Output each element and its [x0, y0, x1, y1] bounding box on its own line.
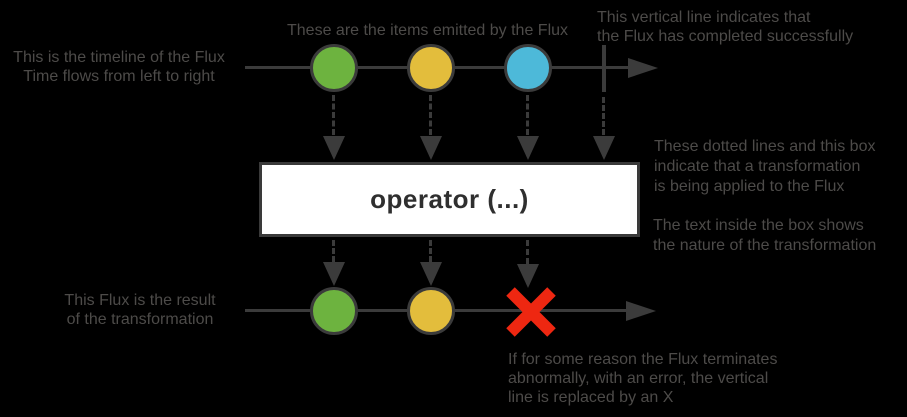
transform-arrow-2	[420, 95, 442, 160]
dotted-line	[526, 95, 529, 135]
annotation-complete: This vertical line indicates that the Fl…	[597, 9, 854, 45]
annotation-result: This Flux is the result of the transform…	[64, 292, 216, 328]
source-marble-yellow-icon	[407, 44, 455, 92]
dotted-line	[602, 97, 605, 135]
complete-signal-line	[602, 45, 606, 92]
operator-box: operator (...)	[259, 162, 640, 237]
annotation-box-text: The text inside the box shows the nature…	[653, 217, 877, 254]
result-arrow-3	[517, 240, 539, 288]
arrow-down-icon	[593, 136, 615, 160]
dotted-line	[429, 240, 432, 262]
arrow-down-icon	[323, 136, 345, 160]
dotted-line	[332, 95, 335, 135]
result-timeline-arrowhead-icon	[626, 301, 656, 321]
dotted-line	[526, 240, 529, 264]
error-x-icon	[506, 287, 556, 337]
transform-arrow-3	[517, 95, 539, 160]
source-marble-green-icon	[310, 44, 358, 92]
annotation-error: If for some reason the Flux terminates a…	[508, 351, 778, 406]
arrow-down-icon	[323, 262, 345, 286]
transform-arrow-1	[323, 95, 345, 160]
source-timeline-arrowhead-icon	[628, 58, 658, 78]
annotation-timeline: This is the timeline of the Flux Time fl…	[13, 49, 225, 85]
dotted-line	[429, 95, 432, 135]
arrow-down-icon	[420, 262, 442, 286]
annotation-transform: These dotted lines and this box indicate…	[654, 138, 876, 195]
source-marble-blue-icon	[504, 44, 552, 92]
arrow-down-icon	[420, 136, 442, 160]
operator-label: operator (...)	[370, 184, 529, 214]
arrow-down-icon	[517, 264, 539, 288]
result-marble-green-icon	[310, 287, 358, 335]
arrow-down-icon	[517, 136, 539, 160]
dotted-line	[332, 240, 335, 262]
transform-arrow-4	[593, 97, 615, 160]
annotation-items: These are the items emitted by the Flux	[287, 22, 569, 39]
result-arrow-2	[420, 240, 442, 286]
result-marble-yellow-icon	[407, 287, 455, 335]
result-arrow-1	[323, 240, 345, 286]
